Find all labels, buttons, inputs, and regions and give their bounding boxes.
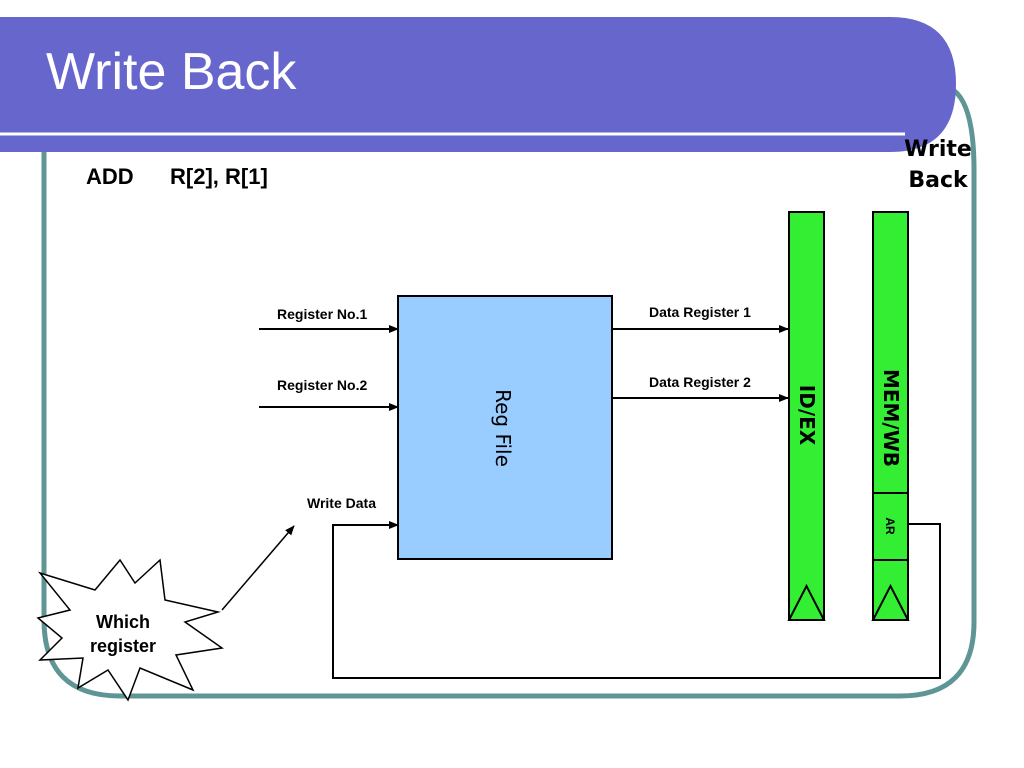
instruction-operands: R[2], R[1] bbox=[170, 164, 268, 189]
instruction-opcode: ADD bbox=[86, 164, 134, 189]
callout-text: Which register bbox=[70, 610, 176, 658]
callout-line-2: register bbox=[89, 636, 157, 656]
data-register-2-label: Data Register 2 bbox=[649, 374, 751, 390]
mem-wb-clock-icon bbox=[871, 583, 910, 621]
data-register-1-label: Data Register 1 bbox=[649, 304, 751, 320]
callout-line-1: Which bbox=[96, 612, 150, 632]
stage-label: Write Back bbox=[896, 134, 980, 196]
reg-file-label: Reg File bbox=[491, 389, 515, 467]
reg-file-box bbox=[397, 295, 613, 560]
mem-wb-register bbox=[872, 211, 909, 621]
slide-frame bbox=[41, 85, 977, 699]
id-ex-label: ID/EX bbox=[795, 385, 819, 446]
mem-wb-label: MEM/WB bbox=[879, 369, 903, 467]
register-no-2-label: Register No.2 bbox=[277, 377, 368, 393]
title-bar bbox=[0, 17, 956, 152]
ar-label: AR bbox=[883, 517, 897, 535]
callout-starburst bbox=[36, 558, 224, 702]
write-data-label: Write Data bbox=[307, 495, 376, 511]
callout-pointer bbox=[221, 525, 295, 611]
slide-title: Write Back bbox=[46, 43, 297, 101]
stage-label-line-2: Back bbox=[908, 168, 968, 193]
stage-label-line-1: Write bbox=[904, 137, 972, 162]
id-ex-clock-icon bbox=[787, 583, 826, 621]
register-no-1-label: Register No.1 bbox=[277, 306, 368, 322]
write-back-path bbox=[332, 521, 941, 679]
